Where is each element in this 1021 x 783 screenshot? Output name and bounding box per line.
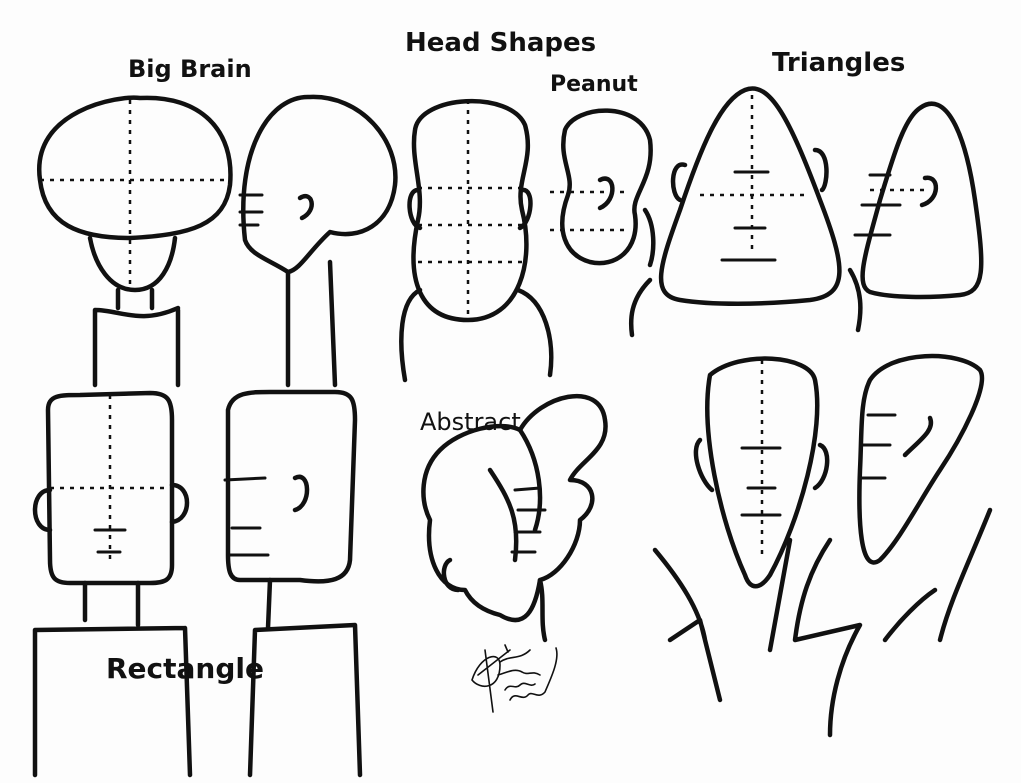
- triangle-front-head: [628, 86, 863, 338]
- long-triangle-front-head: [652, 356, 863, 738]
- abstract-head: [421, 393, 608, 643]
- big-brain-side-head: [238, 94, 398, 388]
- label-big-brain: Big Brain: [128, 55, 252, 83]
- label-peanut: Peanut: [550, 72, 638, 97]
- rectangle-front-head: [32, 390, 193, 778]
- artist-signature: [471, 644, 558, 713]
- rectangle-side-head: [223, 389, 363, 778]
- peanut-front-head: [399, 98, 554, 383]
- long-triangle-side-head: [857, 353, 993, 643]
- big-brain-front-head: [37, 95, 233, 388]
- peanut-side-head: [550, 108, 656, 268]
- label-triangles: Triangles: [772, 48, 906, 78]
- sheet-title: Head Shapes: [405, 28, 597, 58]
- triangle-side-head: [853, 101, 984, 300]
